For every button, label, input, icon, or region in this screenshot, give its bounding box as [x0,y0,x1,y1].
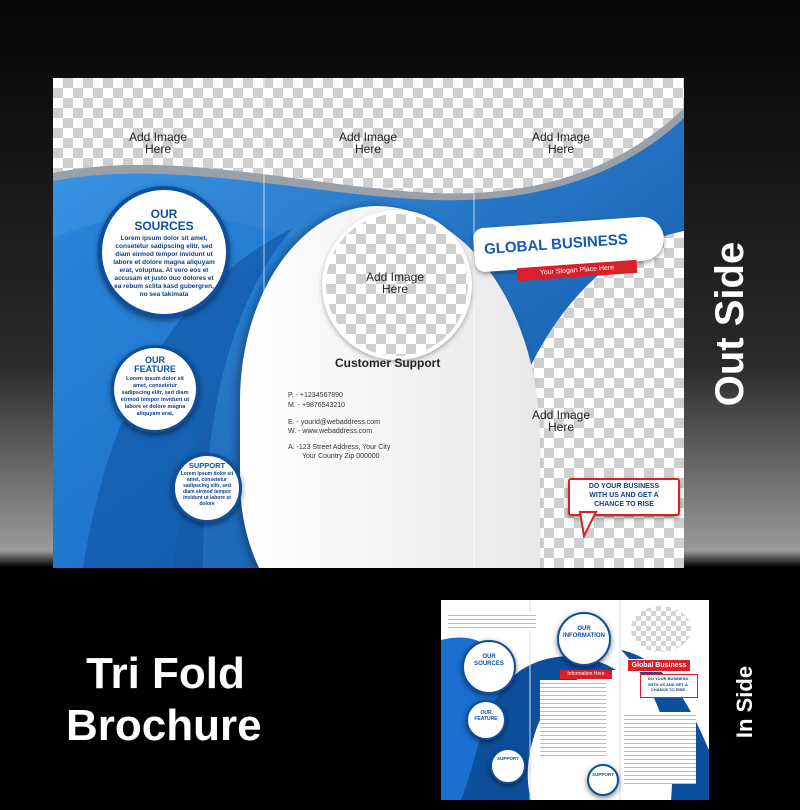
inside-callout-box [640,674,698,698]
callout-text: DO YOUR BUSINESS WITH US AND GET A CHANC… [588,483,660,508]
our-feature-bubble: OUR FEATURE Lorem ipsum dolor sit amet, … [111,345,199,433]
inside-text-block-center [540,680,606,756]
inside-feature-title: OUR FEATURE [474,710,498,722]
contact-address-2: Your Country Zip 000000 [302,453,380,460]
customer-support-heading: Customer Support [335,356,441,370]
image-placeholder-center[interactable]: Add Image Here [338,130,398,156]
inside-text-block-left [448,612,536,630]
callout-tail [578,511,598,538]
fold-line-2 [473,78,475,568]
contact-email: E. - yourid@webaddress.com [288,419,380,426]
inside-support-bubble-2: SUPPORT [587,764,619,796]
circle-placeholder-label: Add Image Here [365,270,425,296]
our-sources-body: Lorem ipsum dolor sit amet, consetetur s… [113,235,215,298]
contact-address-1: A. -123 Street Address, Your City [288,444,391,451]
our-feature-body: Lorem ipsum dolor sit amet, consetetur s… [120,376,190,417]
contact-web: W. - www.webaddress.com [288,428,373,435]
title-line-1: Tri Fold [86,649,245,698]
support-title: SUPPORT [188,461,226,470]
callout-box [568,478,680,516]
inside-text-block-right [624,712,696,784]
circle-image-placeholder[interactable] [322,210,472,360]
inside-support-bubble: SUPPORT [490,748,526,784]
inside-feature-bubble: OUR FEATURE [466,700,506,740]
fold-line-1 [263,78,265,568]
image-placeholder-right[interactable]: Add Image Here [531,130,591,156]
inside-support-title: SUPPORT [497,756,519,761]
contact-phone: P. - +1234567890 [288,392,343,399]
image-placeholder-left[interactable]: Add Image Here [128,130,188,156]
inside-global-business-ribbon: Global Business [627,659,691,672]
out-side-label: Out Side [708,241,752,407]
our-sources-bubble: OUR SOURCES Lorem ipsum dolor sit amet, … [98,186,230,318]
in-side-label: In Side [732,665,757,739]
support-bubble: SUPPORT Lorem ipsum dolor sit amet, cons… [172,453,242,523]
inside-image-placeholder[interactable] [631,606,691,652]
support-body: Lorem ipsum dolor sit amet, consetetur s… [180,471,234,507]
title-line-2: Brochure [66,701,262,750]
inside-sources-title: OUR SOURCES [474,654,504,667]
contact-mobile: M. - +9876543210 [288,402,346,409]
inside-information-title: OUR INFORMATION [563,626,605,639]
image-placeholder-right-lower[interactable]: Add Image Here [531,408,591,434]
inside-callout-text: DO YOUR BUSINESS WITH US AND GET A CHANC… [647,676,689,692]
inside-sources-bubble: OUR SOURCES [462,640,516,694]
inside-information-bubble: OUR INFORMATION [557,612,611,666]
our-feature-title: OUR FEATURE [134,355,176,374]
inside-support-title-2: SUPPORT [592,772,614,777]
inside-information-here-ribbon: Information Here [560,670,612,679]
our-sources-title: OUR SOURCES [134,207,194,233]
